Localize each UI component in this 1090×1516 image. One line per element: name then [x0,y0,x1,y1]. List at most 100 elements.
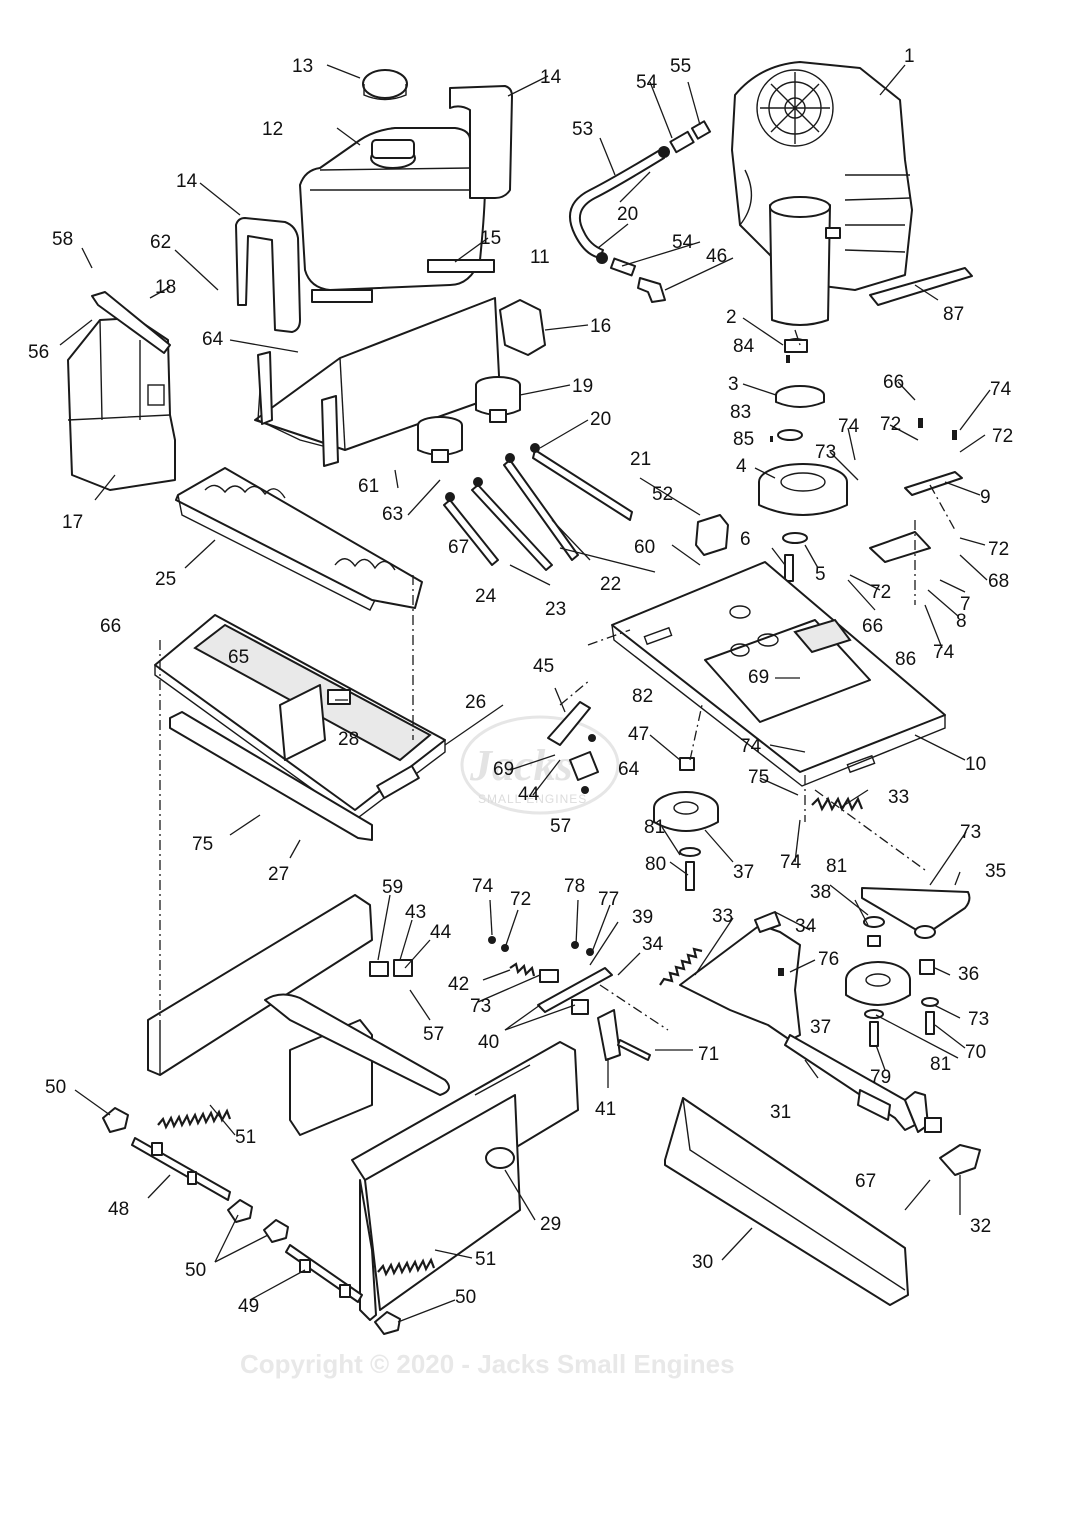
bearing-50d [374,1311,401,1335]
callout-48: 48 [108,1199,129,1220]
callout-33a: 33 [888,787,909,808]
tank-strap-front [235,217,301,333]
callout-43: 43 [405,902,426,923]
clutch-stop [869,418,963,563]
callout-72b: 72 [992,426,1013,447]
idler-pulley-right [845,916,939,1047]
callout-19: 19 [572,376,593,397]
seat-base [154,614,446,821]
bracket-16 [499,299,546,356]
callout-27: 27 [268,864,289,885]
callout-59: 59 [382,877,403,898]
callout-72e: 72 [510,889,531,910]
seat-plate [169,711,373,841]
callout-1: 1 [904,46,915,67]
callout-64b: 64 [618,759,640,780]
engine [731,61,913,326]
callout-57b: 57 [550,816,571,837]
callout-20a: 20 [590,409,611,430]
callout-30: 30 [692,1252,713,1273]
callout-55: 55 [670,56,691,77]
callout-40: 40 [478,1032,499,1053]
callout-74f: 74 [472,876,494,897]
callout-85: 85 [733,429,754,450]
callout-44a: 44 [430,922,452,943]
callout-labels: 1 2 3 4 5 6 7 8 9 10 11 12 13 14 14 15 1… [28,46,1013,1317]
callout-74b: 74 [990,379,1012,400]
callout-81c: 81 [930,1054,951,1075]
callout-82: 82 [632,686,653,707]
callout-84: 84 [733,336,755,357]
callout-37b: 37 [810,1017,831,1038]
axle-48 [131,1137,231,1201]
callout-50b: 50 [185,1260,206,1281]
brackets-39-41 [537,967,651,1061]
flange-bearing-32 [939,1144,981,1176]
callout-31: 31 [770,1102,791,1123]
callout-6: 6 [740,529,751,550]
bearing-50a [102,1107,129,1133]
callout-29: 29 [540,1214,561,1235]
callout-47: 47 [628,724,649,745]
copyright-notice: Copyright © 2020 - Jacks Small Engines [240,1349,735,1379]
callout-23: 23 [545,599,566,620]
callout-86: 86 [895,649,916,670]
bearing-50c [263,1219,289,1243]
callout-72d: 72 [870,582,891,603]
bracket-87 [869,267,973,306]
callout-73c: 73 [968,1009,989,1030]
tank-strap-rear [449,85,513,199]
callout-3: 3 [728,374,739,395]
callout-74e: 74 [780,852,802,873]
callout-11: 11 [530,247,550,268]
idler-arm-35 [861,887,971,939]
callout-72a: 72 [880,414,901,435]
watermark-logo: Jacks [469,741,573,790]
idler-pulley-left [653,757,719,891]
callout-73a: 73 [815,442,836,463]
callout-32: 32 [970,1216,991,1237]
callout-53: 53 [572,119,593,140]
callout-44b: 44 [518,784,540,805]
rear-cover [175,467,423,611]
spring-33-upper [811,796,864,812]
fuel-hose [569,149,665,259]
spring-33-lower [659,947,703,986]
callout-70: 70 [965,1042,986,1063]
callout-57a: 57 [423,1024,444,1045]
callout-9: 9 [980,487,991,508]
side-panel-30 [664,1097,909,1306]
callout-69b: 69 [493,759,514,780]
callout-74d: 74 [740,736,762,757]
callout-60: 60 [634,537,655,558]
callout-34b: 34 [642,934,664,955]
callout-38: 38 [810,882,831,903]
callout-63: 63 [382,504,403,525]
leader-lines [59,64,991,1323]
callout-22: 22 [600,574,621,595]
callout-42: 42 [448,974,469,995]
callout-64a: 64 [202,329,224,350]
tank-support [254,297,501,467]
callout-66a: 66 [100,616,121,637]
pedal-linkage [679,911,942,1133]
fuel-fittings [596,120,712,303]
callout-73b: 73 [960,822,981,843]
watermark-subtitle: SMALL ENGINES [478,792,587,806]
callout-62: 62 [150,232,171,253]
solenoid [695,514,729,556]
callout-2: 2 [726,307,737,328]
callout-8: 8 [956,611,967,632]
callout-4: 4 [736,456,747,477]
callout-76: 76 [818,949,839,970]
callout-58: 58 [52,229,73,250]
bearing-50b [227,1199,253,1223]
callout-54a: 54 [636,72,658,93]
callout-74a: 74 [838,416,860,437]
callout-15: 15 [480,228,501,249]
callout-46: 46 [706,246,727,267]
reservoir-63 [417,416,463,463]
callout-39: 39 [632,907,653,928]
callout-67b: 67 [855,1171,876,1192]
